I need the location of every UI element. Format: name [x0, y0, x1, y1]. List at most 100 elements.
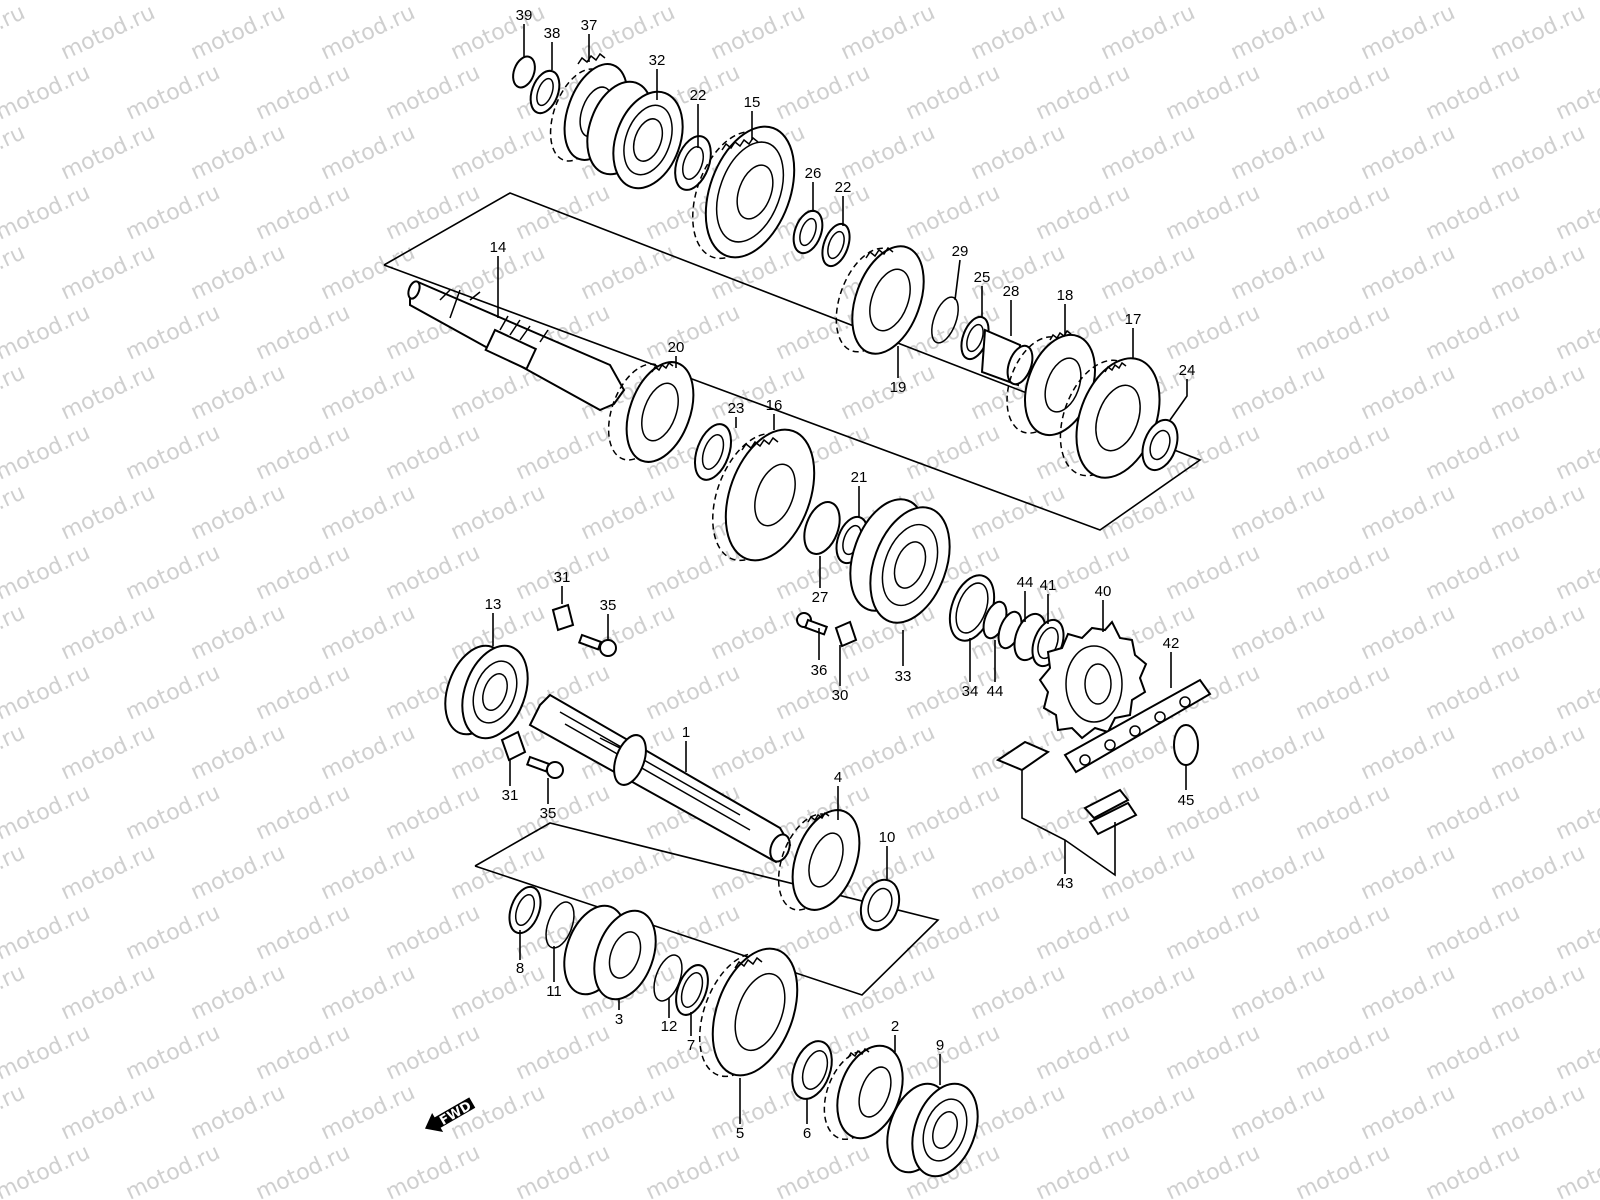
watermark-text: motod.ru	[967, 1080, 1069, 1145]
callout-35a: 35	[600, 597, 617, 614]
part-5-gear[interactable]	[697, 937, 814, 1087]
part-43-joint-link[interactable]	[995, 740, 1051, 772]
watermark-text: motod.ru	[1357, 600, 1459, 665]
watermark-text: motod.ru	[707, 360, 809, 425]
callout-35b: 35	[540, 805, 557, 822]
watermark-text: motod.ru	[0, 240, 29, 305]
watermark-text: motod.ru	[577, 600, 679, 665]
part-45-clip[interactable]	[1173, 724, 1199, 766]
callout-45: 45	[1178, 792, 1195, 809]
part-7-lock-washer[interactable]	[670, 961, 714, 1019]
part-8-washer[interactable]	[504, 883, 547, 938]
watermark-text: motod.ru	[187, 960, 289, 1025]
watermark-text: motod.ru	[772, 60, 874, 125]
watermark-text: motod.ru	[187, 120, 289, 185]
part-40-sprocket[interactable]	[1038, 620, 1148, 740]
part-9-bearing[interactable]	[900, 1075, 989, 1186]
part-27-bushing[interactable]	[798, 497, 847, 559]
part-43-joint-plate[interactable]	[1083, 788, 1130, 820]
watermark-text: motod.ru	[967, 120, 1069, 185]
assembly-frames	[383, 192, 1202, 996]
part-4-gear[interactable]	[780, 801, 872, 919]
watermark-text: motod.ru	[187, 1080, 289, 1145]
driveshaft-group	[444, 637, 989, 1186]
callout-4: 4	[834, 769, 842, 786]
callout-1: 1	[682, 724, 690, 741]
watermark-text: motod.ru	[0, 960, 29, 1025]
watermark-text: motod.ru	[1292, 540, 1394, 605]
callout-22b: 22	[835, 179, 852, 196]
watermark-text: motod.ru	[1292, 1020, 1394, 1085]
watermark-text: motod.ru	[902, 780, 1004, 845]
part-30-retainer[interactable]	[834, 620, 858, 648]
part-39-circlip[interactable]	[509, 54, 539, 91]
watermark-text: motod.ru	[837, 720, 939, 785]
watermark-text: motod.ru	[1357, 720, 1459, 785]
watermark-text: motod.ru	[1162, 60, 1264, 125]
callout-31b: 31	[502, 787, 519, 804]
callout-31a: 31	[554, 569, 571, 586]
watermark-text: motod.ru	[707, 720, 809, 785]
watermark-text: motod.ru	[252, 660, 354, 725]
callout-6: 6	[803, 1125, 811, 1142]
watermark-text: motod.ru	[1552, 420, 1600, 485]
callout-32: 32	[649, 52, 666, 69]
watermark-text: motod.ru	[0, 60, 94, 125]
part-3-gear[interactable]	[583, 902, 667, 1008]
watermark-text: motod.ru	[1422, 1020, 1524, 1085]
callout-11: 11	[546, 983, 562, 1000]
watermark-text: motod.ru	[252, 780, 354, 845]
part-31-retainer-a[interactable]	[551, 603, 575, 632]
watermark-text: motod.ru	[382, 900, 484, 965]
watermark-text: motod.ru	[1292, 1140, 1394, 1200]
watermark-text: motod.ru	[1487, 360, 1589, 425]
part-11-circlip[interactable]	[541, 898, 580, 951]
watermark-text: motod.ru	[642, 300, 744, 365]
watermark-text: motod.ru	[57, 600, 159, 665]
watermark-text: motod.ru	[122, 540, 224, 605]
watermark-text: motod.ru	[1097, 0, 1199, 65]
watermark-text: motod.ru	[1227, 840, 1329, 905]
watermark-text: motod.ru	[1162, 1020, 1264, 1085]
watermark-text: motod.ru	[772, 1140, 874, 1200]
watermark-text: motod.ru	[317, 840, 419, 905]
watermark-text: motod.ru	[1227, 0, 1329, 65]
callout-12: 12	[661, 1018, 678, 1035]
watermark-text: motod.ru	[0, 180, 94, 245]
watermark-text: motod.ru	[1097, 120, 1199, 185]
watermark-text: motod.ru	[252, 900, 354, 965]
watermark-text: motod.ru	[317, 480, 419, 545]
watermark-text: motod.ru	[1487, 0, 1589, 65]
watermark-text: motod.ru	[1357, 240, 1459, 305]
part-33-bearing[interactable]	[856, 496, 965, 633]
watermark-text: motod.ru	[1292, 780, 1394, 845]
callout-36: 36	[811, 662, 828, 679]
watermark-text: motod.ru	[1357, 120, 1459, 185]
callout-29: 29	[952, 243, 969, 260]
watermark-text: motod.ru	[1227, 720, 1329, 785]
part-35-screw-a[interactable]	[599, 639, 617, 657]
watermark-text: motod.ru	[187, 720, 289, 785]
part-6-needle-bearing[interactable]	[785, 1036, 839, 1105]
watermark-text: motod.ru	[122, 180, 224, 245]
part-13-bearing[interactable]	[450, 637, 539, 748]
part-24-washer[interactable]	[1136, 415, 1184, 475]
part-16-gear[interactable]	[709, 417, 831, 572]
callout-24: 24	[1179, 362, 1196, 379]
watermark-text: motod.ru	[1422, 900, 1524, 965]
watermark-text: motod.ru	[447, 960, 549, 1025]
part-36-screw[interactable]	[803, 618, 829, 636]
watermark-text: motod.ru	[1292, 420, 1394, 485]
watermark-text: motod.ru	[1422, 300, 1524, 365]
callout-2: 2	[891, 1018, 899, 1035]
watermark-text: motod.ru	[0, 360, 29, 425]
part-15-gear[interactable]	[689, 114, 811, 269]
part-32-bearing[interactable]	[601, 82, 695, 198]
part-29-circlip[interactable]	[926, 294, 963, 347]
watermark-text: motod.ru	[447, 0, 549, 65]
part-31-retainer-b[interactable]	[500, 730, 527, 762]
driveshaft-frame	[474, 822, 940, 996]
part-35-screw-b[interactable]	[546, 761, 564, 779]
part-20-gear[interactable]	[614, 353, 706, 471]
callout-27: 27	[812, 589, 829, 606]
